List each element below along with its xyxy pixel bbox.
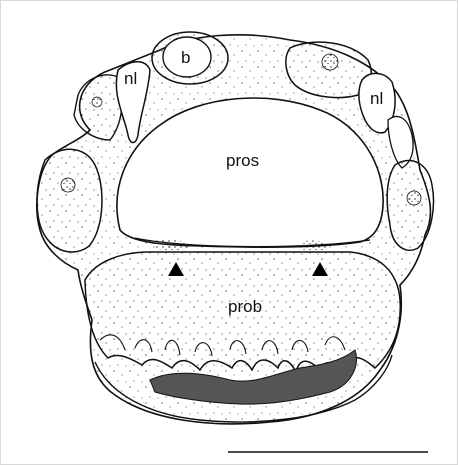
left-lateral-lobe bbox=[37, 149, 102, 252]
upper-left-cell bbox=[92, 97, 102, 107]
label-prob: prob bbox=[228, 297, 262, 316]
right-lateral-lobe bbox=[387, 161, 433, 251]
right-lobe-cell bbox=[407, 191, 421, 205]
upper-right-cell bbox=[322, 54, 338, 70]
left-lobe-cell bbox=[61, 178, 75, 192]
label-pros: pros bbox=[226, 151, 259, 170]
label-nl-left: nl bbox=[124, 69, 137, 88]
label-nl-right: nl bbox=[370, 89, 383, 108]
label-b: b bbox=[181, 48, 190, 67]
